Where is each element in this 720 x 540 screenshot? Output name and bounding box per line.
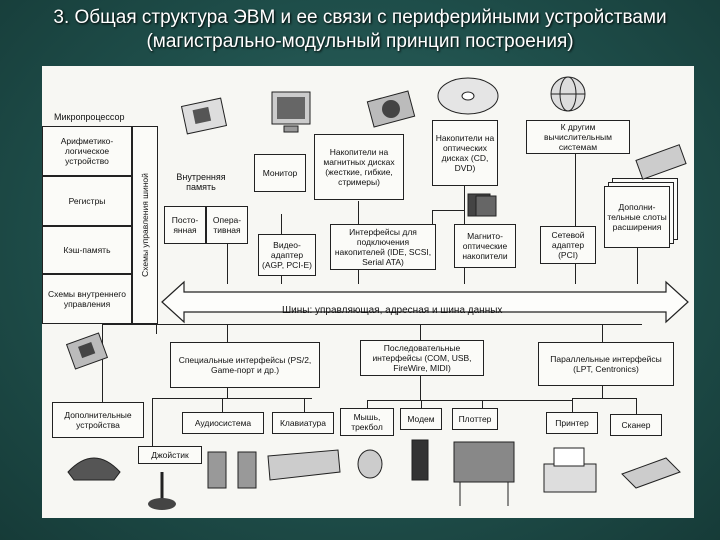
memory-rom: Посто-янная [164,206,206,244]
modem-icon [411,439,429,481]
connector [358,269,359,284]
expansion-card-icon [635,144,687,180]
connector [227,240,228,284]
connector [102,324,642,325]
serial-interfaces-box: Последовательные интерфейсы (COM, USB, F… [360,340,484,376]
monitor-box: Монитор [254,154,306,192]
connector [572,398,573,412]
computer-icon [271,91,311,133]
phone-icon [67,457,121,481]
diagram-panel: Шины: управляющая, адресная и шина данны… [42,66,694,518]
bus-label: Шины: управляющая, адресная и шина данны… [282,305,503,316]
slide-title: 3. Общая структура ЭВМ и ее связи с пери… [0,6,720,54]
other-computers-box: К другим вычислительным системам [526,120,630,154]
connector [102,324,103,402]
connector [421,400,422,408]
special-interfaces-box: Специальные интерфейсы (PS/2, Game-порт … [170,342,320,388]
connector [572,398,636,399]
connector [367,400,482,401]
memory-label: Внутренняя память [176,172,226,192]
speakers-icon [207,451,257,489]
modem-box: Модем [400,408,442,430]
magneto-optical-box: Магнито-оптические накопители [454,224,516,268]
keyboard-icon [267,449,341,481]
mouse-box: Мышь, трекбол [340,408,394,436]
audio-box: Аудиосистема [182,412,264,434]
connector [304,398,305,412]
connector [464,268,465,284]
printer-box: Принтер [546,412,598,434]
joystick-icon [148,472,176,510]
connector [281,214,282,246]
connector [227,388,228,398]
optical-storage-box: Накопители на оптических дисках (CD, DVD… [432,120,498,186]
optical-disc-icon [437,77,499,115]
connector [636,398,637,414]
connector [464,186,465,224]
cpu-chip-icon [65,332,109,370]
floppy-icon [467,193,497,217]
connector [420,324,421,340]
printer-icon [543,447,597,493]
chip-board-icon [180,97,228,135]
cpu-label: Микропроцессор [54,112,125,122]
plotter-icon [453,441,515,506]
connector [281,276,282,284]
connector [358,201,359,231]
connector [156,324,157,334]
plotter-box: Плоттер [452,408,498,430]
connector [222,398,223,412]
title-line-1: 3. Общая структура ЭВМ и ее связи с пери… [53,7,667,28]
memory-ram: Опера-тивная [206,206,248,244]
cpu-registers: Регистры [42,176,132,226]
cpu-alu: Арифметико-логическое устройство [42,126,132,176]
connector [482,400,572,401]
scanner-icon [621,457,681,489]
storage-interfaces-box: Интерфейсы для подключения накопителей (… [330,224,436,270]
hard-drive-icon [366,90,416,128]
cpu-internal-control: Схемы внутреннего управления [42,274,132,324]
connector [432,210,433,224]
connector [367,400,368,408]
keyboard-box: Клавиатура [272,412,334,434]
connector [637,246,638,284]
parallel-interfaces-box: Параллельные интерфейсы (LPT, Centronics… [538,342,674,386]
network-adapter-box: Сетевой адаптер (PCI) [540,226,596,264]
extra-devices-box: Дополнительные устройства [52,402,144,438]
connector [482,400,483,408]
joystick-box: Джойстик [138,446,202,464]
connector [575,262,576,284]
connector [152,398,153,446]
magnetic-storage-box: Накопители на магнитных дисках (жесткие,… [314,134,404,200]
connector [602,386,603,398]
bus-arrow [161,280,689,324]
connector [227,324,228,342]
cpu-bus-control: Схемы управления шиной [132,126,158,324]
connector [575,154,576,234]
connector [420,376,421,400]
cpu-bus-control-text: Схемы управления шиной [140,173,151,277]
connector [432,210,464,211]
connector [602,324,603,342]
scanner-box: Сканер [610,414,662,436]
cpu-cache: Кэш-память [42,226,132,274]
globe-icon [550,76,586,112]
title-line-2: (магистрально-модульный принцип построен… [146,31,574,52]
connector [152,398,312,399]
mouse-icon [357,449,383,479]
video-adapter-box: Видео-адаптер (AGP, PCI-E) [258,234,316,276]
expansion-slots-box: Дополни-тельные слоты расширения [604,186,670,248]
